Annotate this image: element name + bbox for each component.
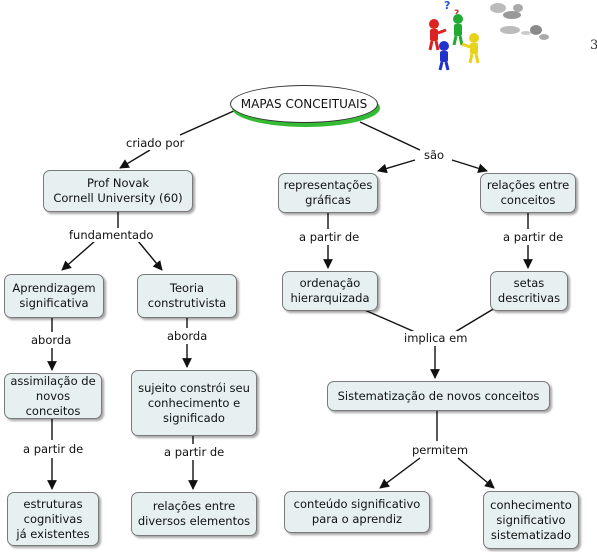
node-conhecimento: conhecimento significativo sistematizado	[483, 491, 579, 549]
node-estruturas: estruturas cognitivas já existentes	[7, 492, 99, 546]
node-relacoes-conceitos: relações entre conceitos	[480, 173, 576, 213]
node-representacoes: representações gráficas	[278, 173, 378, 213]
node-ordenacao: ordenação hierarquizada	[282, 271, 378, 311]
node-sujeito: sujeito constrói seu conhecimento e sign…	[131, 370, 257, 436]
link-aborda-2: aborda	[165, 329, 210, 343]
link-permitem: permitem	[410, 443, 471, 457]
node-assimilacao: assimilação de novos conceitos	[4, 373, 102, 419]
node-setas: setas descritivas	[490, 271, 568, 311]
node-aprendizagem: Aprendizagem significativa	[4, 274, 104, 318]
link-a-partir-de-4: a partir de	[501, 230, 566, 244]
link-implica-em: implica em	[402, 331, 470, 345]
link-a-partir-de-1: a partir de	[21, 442, 86, 456]
link-fundamentado: fundamentado	[67, 228, 156, 242]
edge-fundamentado-teoria	[137, 240, 163, 271]
edge-setas-implica	[454, 307, 496, 333]
edge-fundamentado-aprendizagem	[61, 240, 96, 271]
link-sao: são	[422, 148, 447, 162]
edge-criado-por-novak	[119, 149, 151, 169]
node-conteudo: conteúdo significativo para o aprendiz	[284, 491, 430, 533]
edge-permitem-conhecimento	[457, 457, 495, 489]
edge-sao-representacoes	[377, 159, 416, 174]
edge-ordenacao-implica	[359, 307, 416, 333]
link-a-partir-de-3: a partir de	[297, 230, 362, 244]
edge-sao-relacoes	[451, 159, 488, 174]
slide-number: 3	[590, 38, 597, 53]
edge-root-sao	[359, 121, 421, 151]
node-sistematizacao: Sistematização de novos conceitos	[327, 381, 550, 411]
node-teoria: Teoria construtivista	[137, 274, 237, 318]
link-criado-por: criado por	[124, 136, 187, 150]
node-prof-novak: Prof Novak Cornell University (60)	[43, 170, 193, 212]
node-relacoes-elementos: relações entre diversos elementos	[131, 492, 257, 536]
edge-permitem-conteudo	[379, 457, 421, 489]
edge-root-criado-por	[179, 109, 237, 136]
people-with-question-marks-icon: ? ?	[428, 0, 549, 71]
svg-text:?: ?	[444, 0, 450, 12]
root-node: MAPAS CONCEITUAIS	[230, 85, 378, 123]
svg-text:?: ?	[454, 9, 459, 19]
link-aborda-1: aborda	[29, 333, 74, 347]
link-a-partir-de-2: a partir de	[162, 445, 227, 459]
